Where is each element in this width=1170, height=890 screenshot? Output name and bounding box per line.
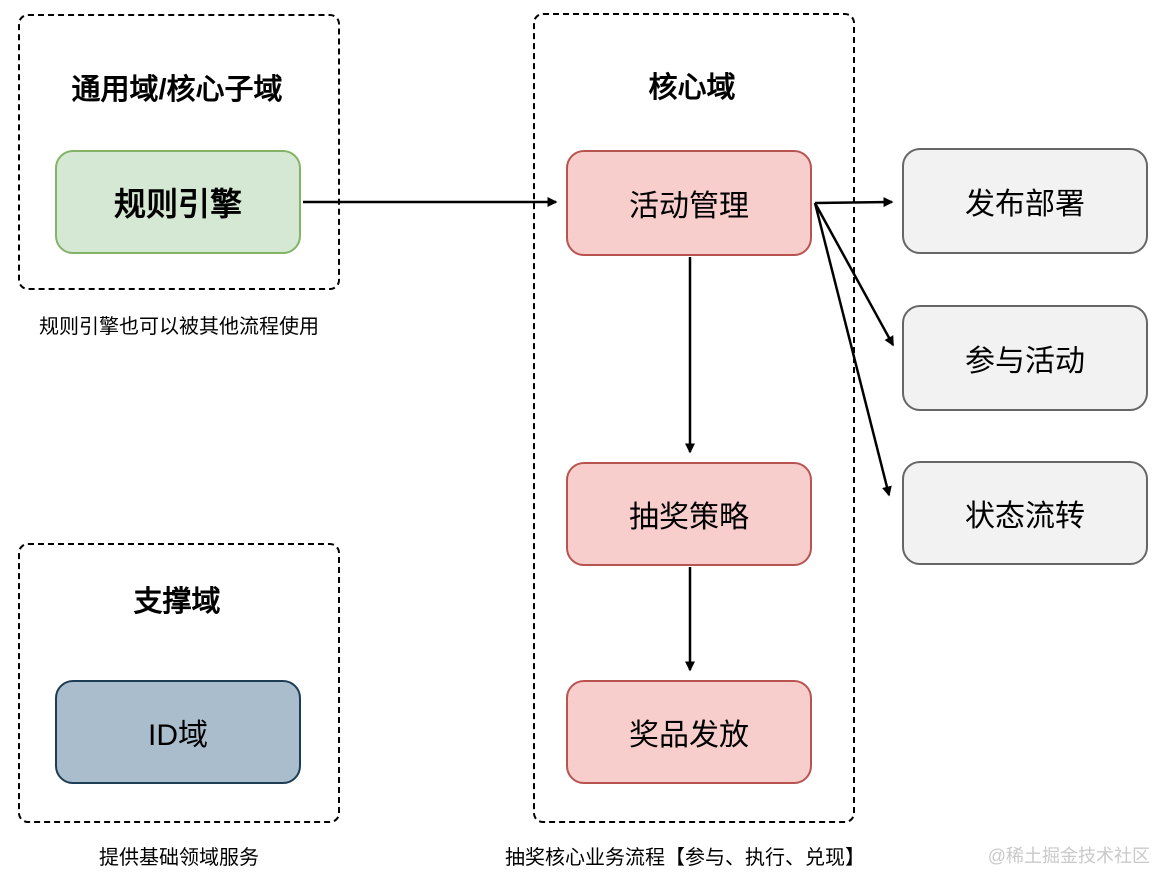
caption-general-domain: 规则引擎也可以被其他流程使用 <box>39 316 319 338</box>
node-prize-distribution: 奖品发放 <box>566 680 812 784</box>
group-title-core-domain: 核心域 <box>648 72 736 104</box>
group-title-general-domain: 通用域/核心子域 <box>71 74 283 106</box>
group-title-support-domain: 支撑域 <box>133 586 221 618</box>
group-support-domain <box>18 543 340 823</box>
node-activity-management: 活动管理 <box>566 150 812 256</box>
node-rule-engine: 规则引擎 <box>55 150 301 254</box>
node-state-transition: 状态流转 <box>902 461 1148 565</box>
group-general-domain <box>18 14 340 290</box>
node-lottery-strategy: 抽奖策略 <box>566 462 812 566</box>
node-release-deploy: 发布部署 <box>902 148 1148 254</box>
node-id-domain: ID域 <box>55 680 301 784</box>
caption-core-domain: 抽奖核心业务流程【参与、执行、兑现】 <box>505 847 865 869</box>
watermark-text: @稀土掘金技术社区 <box>987 846 1150 866</box>
node-participate-activity: 参与活动 <box>902 305 1148 411</box>
caption-support-domain: 提供基础领域服务 <box>99 847 259 869</box>
